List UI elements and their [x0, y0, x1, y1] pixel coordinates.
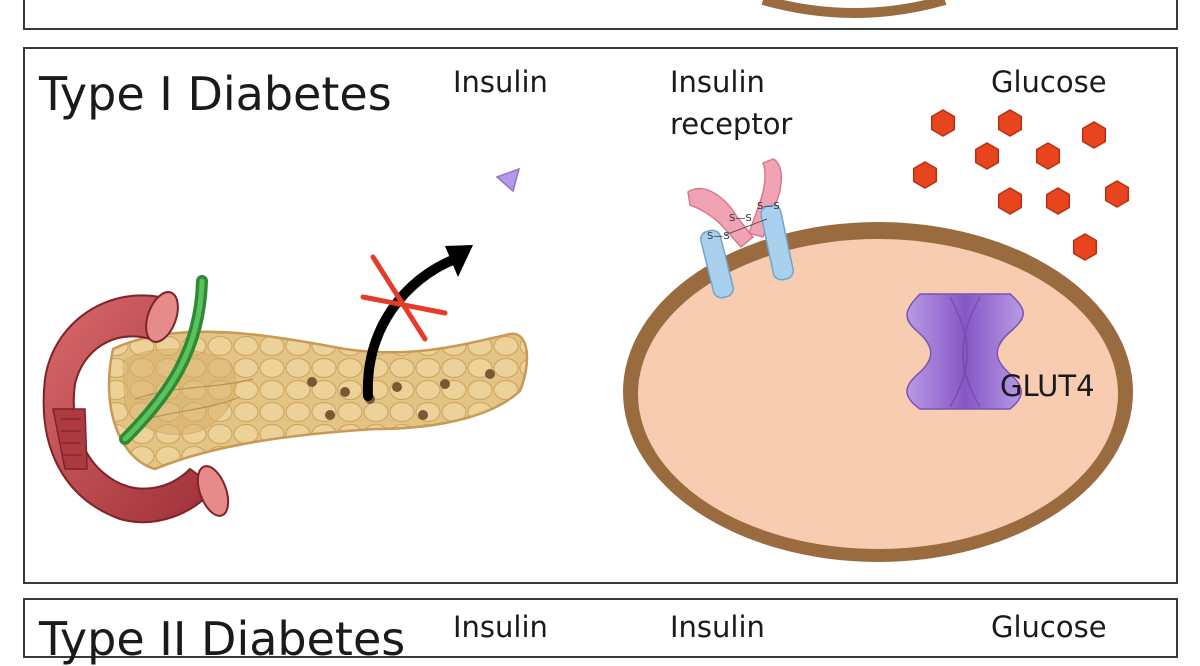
glucose-molecule-icon — [1045, 187, 1071, 215]
insulin-label: Insulin — [453, 65, 548, 99]
glucose-molecule-icon — [997, 187, 1023, 215]
glucose-molecule-icon — [997, 109, 1023, 137]
pancreas-illustration — [107, 330, 529, 471]
glucose-molecule-icon — [1081, 121, 1107, 149]
glucose-molecule-icon — [930, 109, 956, 137]
islet-cells — [307, 369, 495, 420]
glucose-molecules — [912, 109, 1130, 261]
glucose-molecule-icon — [1035, 142, 1061, 170]
glut4-transporter-icon — [906, 293, 1024, 410]
glut4-label: GLUT4 — [1000, 369, 1095, 403]
glucose-molecule-icon — [912, 161, 938, 189]
insulin-receptor-label-line2: receptor — [670, 107, 793, 141]
type1-illustration: S—S S—S S—S — [42, 109, 1133, 562]
insulin-receptor-label-bottom: Insulin — [670, 610, 765, 644]
glucose-molecule-icon — [1104, 180, 1130, 208]
duodenum-opening-top — [145, 291, 179, 343]
disulfide-bond-label-2: S—S — [757, 201, 780, 212]
insulin-label-bottom: Insulin — [453, 610, 548, 644]
previous-cell-membrane-edge — [761, 0, 947, 18]
top-panel — [23, 0, 1178, 30]
duodenum-illustration — [42, 291, 230, 524]
disulfide-bond-label-3: S—S — [707, 231, 730, 242]
glucose-label: Glucose — [991, 65, 1107, 99]
blocked-secretion-x-icon — [360, 254, 448, 342]
insulin-molecule-icon — [495, 167, 521, 193]
type1-panel: S—S S—S S—S — [23, 47, 1178, 584]
insulin-receptor-label-line1: Insulin — [670, 65, 765, 99]
glucose-label-bottom: Glucose — [991, 610, 1107, 644]
duodenum-cut-section — [52, 408, 88, 470]
duodenum-opening-bottom — [196, 465, 230, 517]
glucose-molecule-icon — [974, 142, 1000, 170]
panel-title-bottom: Type II Diabetes — [39, 612, 406, 666]
type2-panel: Type II Diabetes Insulin Insulin Glucose — [23, 598, 1178, 664]
insulin-receptor-icon: S—S S—S S—S — [687, 158, 794, 299]
glucose-molecule-icon — [1072, 233, 1098, 261]
top-panel-cell-bottom — [761, 0, 947, 18]
insulin-secretion-arrow — [362, 245, 473, 401]
panel-title: Type I Diabetes — [39, 67, 392, 121]
disulfide-bond-label-1: S—S — [729, 213, 752, 224]
